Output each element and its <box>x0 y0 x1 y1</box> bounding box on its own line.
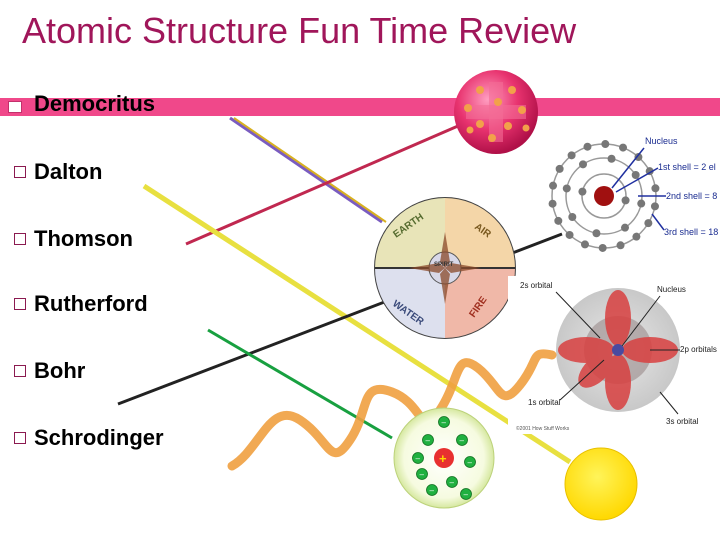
checkbox-icon <box>14 298 26 310</box>
bohr-electron <box>607 154 616 163</box>
rutherford-electron <box>438 416 450 428</box>
electron-minus-sign: – <box>450 478 455 487</box>
bullet-label: Democritus <box>34 91 156 116</box>
bohr-electron <box>578 187 587 196</box>
orbital-credit-text: ©2001 How Stuff Works <box>516 425 570 432</box>
bohr-electron <box>580 240 589 249</box>
dalton-line <box>185 124 459 246</box>
bohr-electron <box>650 202 659 211</box>
bullet-label: Thomson <box>34 226 133 251</box>
electron-minus-sign: – <box>420 470 425 479</box>
orbital-2p-label: 2p orbitals <box>680 345 717 354</box>
rutherford-electron <box>456 434 468 446</box>
orbital-2s-label: 2s orbital <box>520 281 553 290</box>
bohr-electron <box>549 181 558 190</box>
electron-minus-sign: – <box>460 436 465 445</box>
rutherford-electron <box>412 452 424 464</box>
sun-sphere <box>564 447 638 521</box>
bullet-democritus: Democritus <box>34 91 155 117</box>
bohr-model-diagram: Nucleus 1st shell = 2 el 2nd shell = 8 3… <box>548 136 718 252</box>
thomson-line <box>142 183 572 465</box>
rutherford-electron <box>426 484 438 496</box>
bullet-thomson: Thomson <box>14 226 133 252</box>
bullet-rutherford: Rutherford <box>14 291 148 317</box>
democritus-line <box>229 116 383 224</box>
electron-minus-sign: – <box>416 454 421 463</box>
checkbox-icon <box>14 432 26 444</box>
bohr-electron <box>567 151 576 160</box>
thomson-plum-pudding <box>454 70 538 154</box>
bohr-electron <box>583 142 592 151</box>
bohr-electron <box>634 153 643 162</box>
bohr-electron <box>632 232 641 241</box>
wheel-spirit-label: SPIRIT <box>434 262 454 268</box>
rutherford-atom: + ––––––––– <box>393 407 495 509</box>
bohr-electron <box>601 140 610 149</box>
bohr-shell2-label: 2nd shell = 8 <box>666 191 717 201</box>
elements-wheel: EARTH AIR WATER FIRE SPIRIT <box>374 197 516 339</box>
bohr-electron <box>555 164 564 173</box>
bohr-electron <box>568 212 577 221</box>
checkbox-icon <box>14 233 26 245</box>
bullet-label: Rutherford <box>34 291 148 316</box>
bohr-nucleus-label: Nucleus <box>645 136 678 146</box>
bohr-electron <box>644 219 653 228</box>
nucleus-plus-sign: + <box>439 451 447 466</box>
bullet-label: Bohr <box>34 358 86 383</box>
bullet-schrodinger: Schrodinger <box>14 425 164 451</box>
orbital-1s-label: 1s orbital <box>528 398 561 407</box>
bohr-electron <box>621 196 630 205</box>
rutherford-electron <box>460 488 472 500</box>
bohr-electron <box>631 171 640 180</box>
schrodinger-wave <box>227 349 557 471</box>
bullet-bohr: Bohr <box>14 358 85 384</box>
title-divider-band <box>0 98 720 116</box>
bullet-label: Schrodinger <box>34 425 164 450</box>
slide-title: Atomic Structure Fun Time Review <box>22 10 577 51</box>
bullet-label: Dalton <box>34 159 103 184</box>
bohr-electron <box>620 223 629 232</box>
bohr-electron <box>616 241 625 250</box>
rutherford-electron <box>446 476 458 488</box>
bohr-electron <box>637 199 646 208</box>
checkbox-icon <box>14 365 26 377</box>
democritus-line-inner <box>233 117 387 223</box>
bohr-electron <box>554 216 563 225</box>
rutherford-electron <box>416 468 428 480</box>
bohr-shell1-label: 1st shell = 2 el <box>658 162 716 172</box>
electron-minus-sign: – <box>426 436 431 445</box>
orbital-nucleus-label: Nucleus <box>657 285 686 294</box>
bullet-checkbox-icon <box>8 101 22 113</box>
orbital-3s-label: 3s orbital <box>666 417 699 426</box>
bohr-electron <box>548 199 557 208</box>
electron-minus-sign: – <box>442 418 447 427</box>
electron-minus-sign: – <box>430 486 435 495</box>
bohr-shell3-label: 3rd shell = 18 <box>664 227 718 237</box>
bohr-electron <box>562 184 571 193</box>
rutherford-electron <box>422 434 434 446</box>
checkbox-icon <box>14 166 26 178</box>
bohr-electron <box>598 243 607 252</box>
bullet-dalton: Dalton <box>14 159 102 185</box>
bohr-electron <box>651 184 660 193</box>
bohr-electron <box>592 229 601 238</box>
electron-minus-sign: – <box>468 458 473 467</box>
bohr-electron <box>619 143 628 152</box>
bohr-electron <box>565 230 574 239</box>
bohr-electron <box>579 160 588 169</box>
electron-minus-sign: – <box>464 490 469 499</box>
rutherford-electron <box>464 456 476 468</box>
